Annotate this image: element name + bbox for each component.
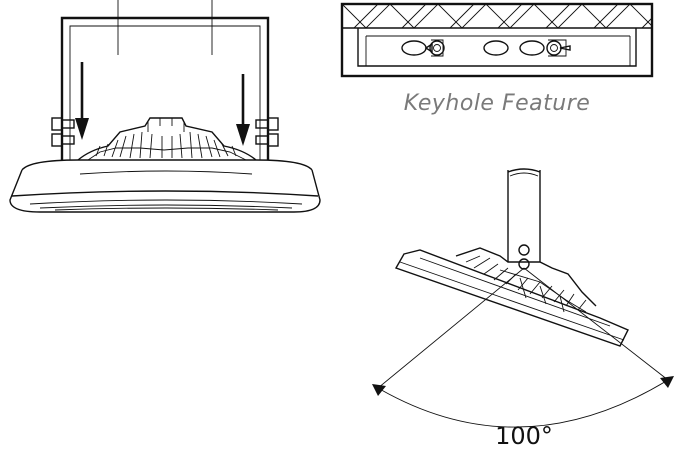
keyhole-caption: Keyhole Feature	[404, 91, 591, 116]
arc-arrow-right-icon	[660, 376, 674, 388]
u-bracket-inner	[69, 25, 261, 160]
u-bracket	[60, 16, 270, 160]
angle-line-right	[523, 267, 669, 381]
angle-arc	[377, 379, 669, 428]
keyhole-center	[483, 40, 509, 56]
keyhole-frame	[340, 2, 654, 78]
tilted-dish	[394, 249, 629, 347]
left-bolts	[51, 117, 75, 147]
fixture-dish	[9, 159, 321, 213]
pendant-pipe	[507, 168, 541, 270]
keyhole-left	[401, 39, 445, 57]
keyhole-detail: Keyhole Feature	[340, 2, 654, 116]
pendant-mount-fixture: 100°	[372, 168, 674, 449]
heatsink	[77, 117, 257, 161]
angle-line-left	[377, 267, 525, 389]
arrow-down-left-icon	[75, 62, 89, 140]
tilted-heatsink	[455, 247, 597, 313]
arc-arrow-left-icon	[372, 384, 386, 396]
arrow-down-right-icon	[236, 74, 250, 146]
u-bracket-fixture	[9, 0, 321, 213]
keyhole-right	[519, 39, 571, 57]
angle-label: 100°	[495, 422, 553, 449]
right-bolts	[255, 117, 279, 147]
